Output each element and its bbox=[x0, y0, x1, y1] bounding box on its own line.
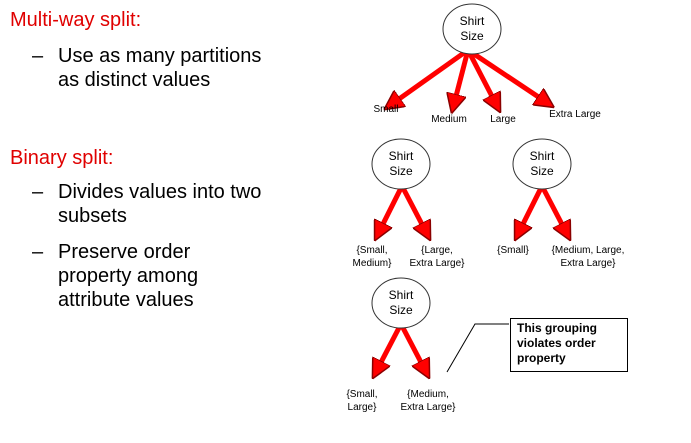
leaf-label: Medium} bbox=[353, 258, 393, 269]
multiway-bullet: – Use as many partitions as distinct val… bbox=[32, 44, 332, 96]
node-label: Size bbox=[530, 164, 554, 178]
callout-line: property bbox=[517, 351, 566, 365]
node-shirt-size bbox=[442, 3, 502, 55]
bullet-dash: – bbox=[32, 45, 44, 67]
bullet-text: Divides values into two subsets bbox=[58, 181, 262, 227]
arrow bbox=[466, 47, 546, 102]
arrow bbox=[399, 184, 426, 232]
node-label: Size bbox=[460, 29, 484, 43]
arrow bbox=[379, 184, 405, 232]
violation-callout: This grouping violates order property bbox=[510, 318, 628, 372]
arrow bbox=[398, 322, 425, 370]
leaf-label: Large} bbox=[348, 402, 378, 413]
bullet-text: Use as many partitions as distinct value… bbox=[58, 45, 262, 91]
leaf-label: Extra Large} bbox=[409, 258, 465, 269]
binary-bullet-2: – Preserve order property among attribut… bbox=[32, 240, 332, 320]
leaf-label: {Small, bbox=[346, 389, 377, 400]
arrows bbox=[379, 184, 426, 232]
arrows bbox=[392, 47, 546, 104]
callout-line: This grouping bbox=[517, 321, 597, 335]
node-shirt-size bbox=[512, 138, 572, 190]
bullet-dash: – bbox=[32, 181, 44, 203]
tree-binary-a: Shirt Size {Small, Medium} {Large, Extra… bbox=[353, 138, 465, 269]
leaf-label: {Large, bbox=[421, 245, 453, 256]
arrows bbox=[377, 322, 425, 370]
tree-multiway: Shirt Size Small Medium Large Extra Larg… bbox=[373, 3, 601, 125]
arrow bbox=[519, 184, 545, 232]
bullet-dash: – bbox=[32, 241, 44, 263]
node-shirt-size bbox=[371, 277, 431, 329]
arrow bbox=[392, 47, 470, 104]
leaf-label: Medium bbox=[431, 114, 467, 125]
node-label: Size bbox=[389, 164, 413, 178]
node-label: Shirt bbox=[530, 149, 555, 163]
binary-heading: Binary split: bbox=[10, 147, 114, 169]
binary-bullet-1: – Divides values into two subsets bbox=[32, 180, 332, 232]
leaf-label: {Medium, bbox=[407, 389, 449, 400]
multiway-heading: Multi-way split: bbox=[10, 9, 142, 31]
leaf-label: {Small} bbox=[497, 245, 529, 256]
node-label: Shirt bbox=[389, 149, 414, 163]
arrow bbox=[465, 48, 496, 104]
leaf-label: {Small, bbox=[356, 245, 387, 256]
arrow bbox=[377, 322, 404, 370]
arrows bbox=[519, 184, 566, 232]
leaf-label: Extra Large bbox=[549, 109, 601, 120]
leaf-label: {Medium, Large, bbox=[552, 245, 625, 256]
node-shirt-size bbox=[371, 138, 431, 190]
callout-line: violates order bbox=[517, 336, 596, 350]
node-label: Shirt bbox=[460, 14, 485, 28]
node-label: Size bbox=[389, 303, 413, 317]
arrow bbox=[539, 184, 566, 232]
leaf-label: Extra Large} bbox=[560, 258, 616, 269]
leaf-label: Large bbox=[490, 114, 516, 125]
node-label: Shirt bbox=[389, 288, 414, 302]
tree-binary-c: Shirt Size {Small, Large} {Medium, Extra… bbox=[346, 277, 456, 413]
callout-pointer bbox=[446, 323, 509, 373]
arrow bbox=[454, 49, 471, 104]
bullet-text: Preserve order property among attribute … bbox=[58, 241, 199, 311]
leaf-label: Extra Large} bbox=[400, 402, 456, 413]
tree-binary-b: Shirt Size {Small} {Medium, Large, Extra… bbox=[497, 138, 625, 269]
leaf-label: Small bbox=[373, 104, 398, 115]
